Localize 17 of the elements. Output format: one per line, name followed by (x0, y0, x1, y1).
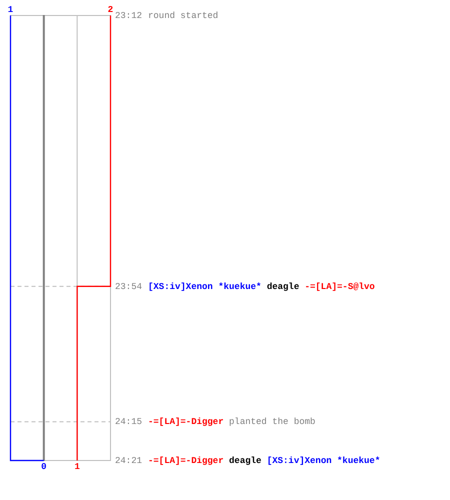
player-name: [XS:iv]Xenon *kuekue* (148, 282, 262, 292)
player-name: -=[LA]=-S@lvo (304, 282, 375, 292)
player-name: [XS:iv]Xenon *kuekue* (266, 456, 380, 466)
event-text: planted the bomb (229, 417, 316, 428)
value-label: 0 (41, 462, 47, 472)
player-name: -=[LA]=-Digger (148, 456, 224, 466)
time-label: 23:12 (115, 11, 142, 21)
time-label: 24:21 (115, 456, 142, 466)
weapon-name: deagle (266, 282, 300, 292)
weapon-name: deagle (229, 456, 262, 466)
player-name: -=[LA]=-Digger (148, 417, 224, 428)
event-text: round started (148, 11, 218, 21)
tick-label: 1 (8, 5, 14, 15)
value-label: 1 (74, 462, 80, 472)
time-label: 23:54 (115, 282, 142, 292)
tick-label: 2 (108, 5, 114, 15)
time-label: 24:15 (115, 417, 142, 428)
